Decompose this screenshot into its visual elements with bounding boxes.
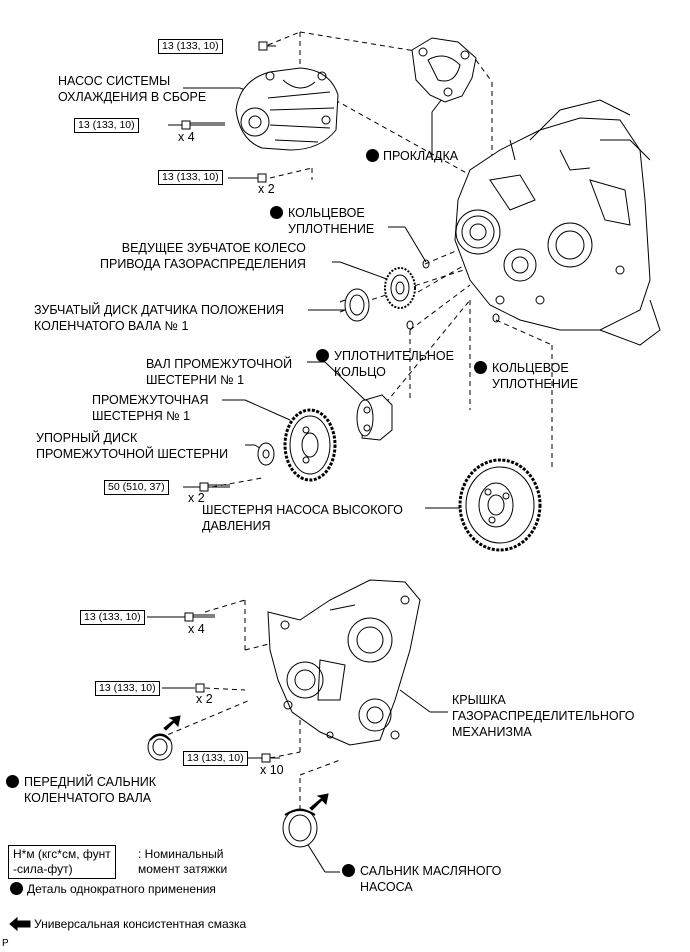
label-idler-shaft: ВАЛ ПРОМЕЖУТОЧНОЙ ШЕСТЕРНИ № 1 bbox=[146, 357, 293, 387]
legend-non-reusable-text: Деталь однократного применения bbox=[27, 882, 216, 896]
label-o-ring-1-text: КОЛЬЦЕВОЕ УПЛОТНЕНИЕ bbox=[288, 206, 375, 236]
non-reusable-dot-icon bbox=[6, 775, 19, 788]
torque-spec-box: 13 (133, 10) bbox=[158, 39, 223, 54]
torque-spec-box: 13 (133, 10) bbox=[74, 118, 139, 133]
seal-ring-small bbox=[406, 320, 414, 330]
non-reusable-dot-icon bbox=[474, 361, 487, 374]
torque-spec-box: 13 (133, 10) bbox=[95, 681, 160, 696]
legend-grease-arrow-icon bbox=[9, 916, 31, 932]
label-drive-gear: ВЕДУЩЕЕ ЗУБЧАТОЕ КОЛЕСО ПРИВОДА ГАЗОРАСП… bbox=[100, 241, 306, 271]
front-oil-seal-drawing bbox=[147, 733, 173, 761]
non-reusable-dot-icon bbox=[316, 349, 329, 362]
label-hp-pump-gear: ШЕСТЕРНЯ НАСОСА ВЫСОКОГО ДАВЛЕНИЯ bbox=[202, 503, 403, 533]
non-reusable-dot-icon bbox=[342, 864, 355, 877]
quantity-mark: x 4 bbox=[178, 130, 195, 144]
label-gasket-text: ПРОКЛАДКА bbox=[383, 149, 459, 163]
non-reusable-dot-icon bbox=[10, 882, 23, 895]
legend-grease: Универсальная консистентная смазка bbox=[34, 917, 247, 931]
legend-torque-units: Н*м (кгс*см, фунт -сила-фут) bbox=[8, 845, 116, 879]
dashed-alignment-lines bbox=[159, 31, 553, 810]
idler-gear-drawing bbox=[283, 408, 337, 482]
label-front-oil-seal-text: ПЕРЕДНИЙ САЛЬНИК КОЛЕНЧАТОГО ВАЛА bbox=[24, 775, 156, 805]
engine-block-drawing bbox=[454, 99, 661, 346]
label-thrust-plate: УПОРНЫЙ ДИСК ПРОМЕЖУТОЧНОЙ ШЕСТЕРНИ bbox=[36, 431, 229, 461]
label-o-ring-2 bbox=[474, 360, 491, 376]
label-seal-ring-text: УПЛОТНИТЕЛЬНОЕ КОЛЬЦО bbox=[334, 349, 454, 379]
label-o-ring-1 bbox=[270, 205, 287, 221]
label-oil-pump-seal bbox=[342, 863, 359, 879]
o-ring-small-1 bbox=[422, 259, 430, 269]
torque-spec-box: 13 (133, 10) bbox=[80, 610, 145, 625]
label-seal-ring bbox=[316, 348, 333, 364]
corner-mark: P bbox=[2, 938, 9, 949]
bolts-bottom bbox=[184, 612, 280, 763]
non-reusable-dot-icon bbox=[366, 149, 379, 162]
legend-torque-desc: : Номинальный момент затяжки bbox=[138, 847, 228, 876]
quantity-mark: x 10 bbox=[260, 763, 284, 777]
torque-spec-box: 13 (133, 10) bbox=[183, 751, 248, 766]
label-front-oil-seal bbox=[6, 774, 23, 790]
oil-pump-seal-drawing bbox=[282, 808, 318, 848]
gasket-drawing bbox=[411, 37, 477, 103]
torque-spec-box: 13 (133, 10) bbox=[158, 170, 223, 185]
timing-cover-drawing bbox=[267, 579, 421, 746]
bolts-top bbox=[181, 41, 276, 492]
label-o-ring-2-text: КОЛЬЦЕВОЕ УПЛОТНЕНИЕ bbox=[492, 361, 579, 391]
label-timing-cover: КРЫШКА ГАЗОРАСПРЕДЕЛИТЕЛЬНОГО МЕХАНИЗМА bbox=[452, 693, 635, 739]
legend-non-reusable: Деталь однократного применения bbox=[10, 882, 216, 897]
label-gasket: ПРОКЛАДКА bbox=[366, 148, 458, 164]
water-pump-drawing bbox=[235, 67, 339, 151]
non-reusable-dot-icon bbox=[270, 206, 283, 219]
idler-shaft-drawing bbox=[356, 394, 393, 441]
quantity-mark: x 2 bbox=[188, 491, 205, 505]
o-ring-small-2 bbox=[492, 313, 500, 323]
quantity-mark: x 2 bbox=[258, 182, 275, 196]
label-sensor-plate: ЗУБЧАТЫЙ ДИСК ДАТЧИКА ПОЛОЖЕНИЯ КОЛЕНЧАТ… bbox=[34, 303, 285, 333]
label-water-pump: НАСОС СИСТЕМЫ ОХЛАЖДЕНИЯ В СБОРЕ bbox=[58, 74, 207, 104]
label-oil-pump-seal-text: САЛЬНИК МАСЛЯНОГО НАСОСА bbox=[360, 864, 502, 894]
sensor-plate-drawing bbox=[339, 288, 370, 322]
label-idler-gear: ПРОМЕЖУТОЧНАЯ ШЕСТЕРНЯ № 1 bbox=[92, 393, 209, 423]
grease-arrows bbox=[163, 715, 329, 811]
hp-pump-gear-drawing bbox=[458, 458, 542, 552]
quantity-mark: x 4 bbox=[188, 622, 205, 636]
quantity-mark: x 2 bbox=[196, 692, 213, 706]
torque-spec-box: 50 (510, 37) bbox=[104, 480, 169, 495]
crank-timing-gear-drawing bbox=[384, 267, 416, 309]
thrust-plate-drawing bbox=[257, 442, 275, 466]
